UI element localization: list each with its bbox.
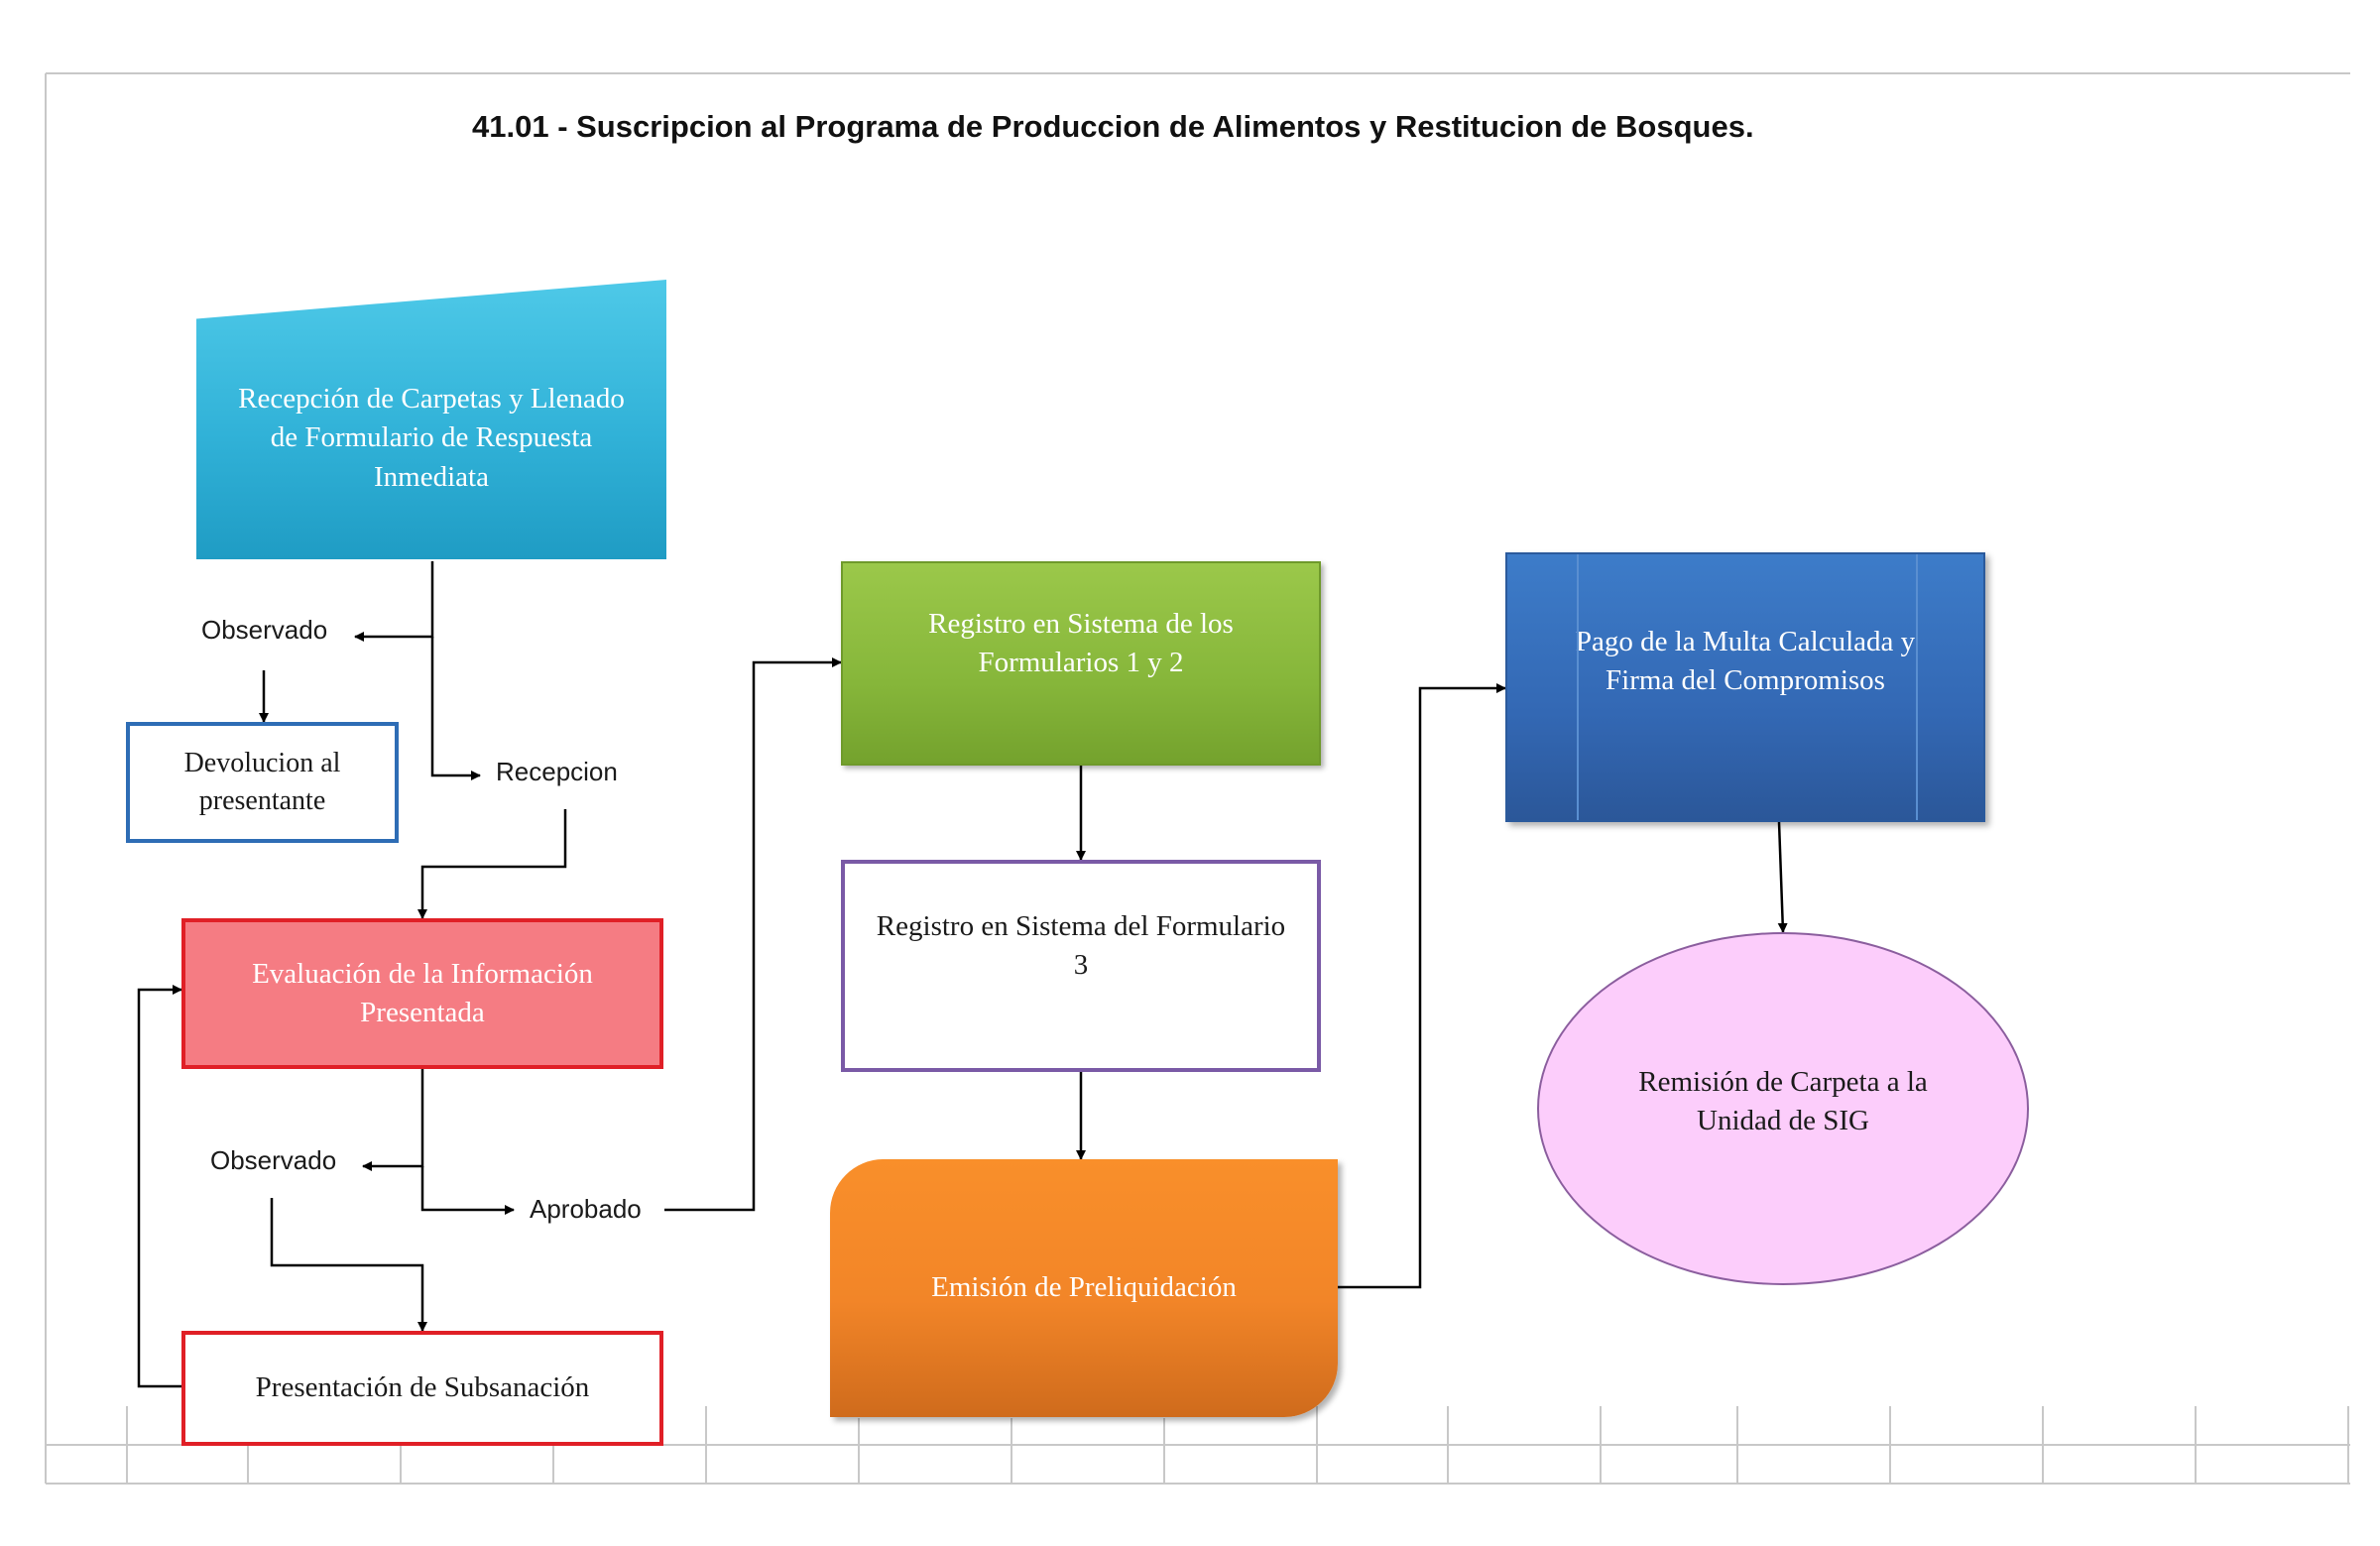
node-registro-formularios-1-2: Registro en Sistema de los Formularios 1… bbox=[841, 561, 1321, 766]
node-pago-multa-text: Pago de la Multa Calculada y Firma del C… bbox=[1575, 625, 1916, 696]
edge-label-observado-2: Observado bbox=[210, 1145, 337, 1175]
node-subsanacion: Presentación de Subsanación bbox=[181, 1331, 663, 1446]
node-pago-multa: Pago de la Multa Calculada y Firma del C… bbox=[1505, 552, 1985, 822]
pago-inner-rule-right bbox=[1916, 554, 1918, 820]
connector-recepcion-observado bbox=[354, 561, 434, 642]
connector-observado-subsanacion bbox=[270, 1198, 427, 1332]
connector-to-recepcion-label bbox=[430, 637, 481, 780]
page-title: 41.01 - Suscripcion al Programa de Produ… bbox=[472, 109, 1754, 144]
connector-aprobado-registro12 bbox=[664, 657, 842, 1212]
connector-recepcion-evaluacion bbox=[417, 809, 567, 919]
node-remision-carpeta: Remisión de Carpeta a la Unidad de SIG bbox=[1537, 932, 2029, 1285]
node-emision-preliquidacion: Emisión de Preliquidación bbox=[830, 1159, 1338, 1417]
connector-evaluacion-aprobado bbox=[420, 1166, 515, 1215]
node-recepcion-carpetas: Recepción de Carpetas y Llenado de Formu… bbox=[196, 280, 666, 559]
node-devolucion: Devolucion al presentante bbox=[126, 722, 399, 843]
node-evaluacion: Evaluación de la Información Presentada bbox=[181, 918, 663, 1069]
edge-label-observado-1: Observado bbox=[201, 615, 328, 645]
connector-emision-pago bbox=[1338, 683, 1506, 1289]
edge-label-recepcion: Recepcion bbox=[496, 757, 618, 786]
connector-subsanacion-evaluacion bbox=[137, 985, 182, 1388]
node-registro-formulario-3: Registro en Sistema del Formulario 3 bbox=[841, 860, 1321, 1072]
pago-inner-rule-left bbox=[1577, 554, 1579, 820]
edge-label-aprobado: Aprobado bbox=[530, 1194, 642, 1224]
connector-pago-remision bbox=[1777, 821, 1788, 933]
connector-evaluacion-observado bbox=[362, 1069, 424, 1171]
